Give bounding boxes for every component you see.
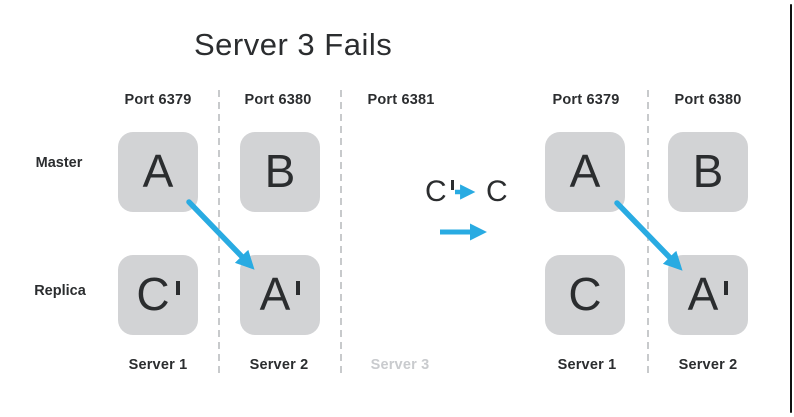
server-label: Server 1	[128, 357, 188, 373]
node-box-replica-a: A	[240, 255, 320, 335]
prime-mark	[724, 281, 729, 295]
prime-mark	[296, 281, 301, 295]
server-label-failed: Server 3	[370, 357, 430, 373]
node-box-master-a2: A	[545, 132, 625, 212]
port-label: Port 6380	[674, 92, 742, 108]
promotion-text: C	[425, 177, 454, 207]
prime-mark	[175, 281, 180, 295]
node-label: A	[142, 145, 174, 197]
dashed-divider	[340, 90, 342, 376]
server-label: Server 2	[249, 357, 309, 373]
node-label: B	[692, 145, 724, 197]
port-label: Port 6379	[552, 92, 620, 108]
dashed-divider	[647, 90, 649, 376]
node-label: A	[260, 271, 301, 317]
node-box-replica-c2: C	[545, 255, 625, 335]
diagram-title: Server 3 Fails	[194, 27, 393, 62]
node-box-master-a: A	[118, 132, 198, 212]
port-label: Port 6380	[244, 92, 312, 108]
node-label: C	[568, 268, 602, 320]
port-label: Port 6379	[124, 92, 192, 108]
row-label-master: Master	[35, 155, 83, 171]
port-label: Port 6381	[367, 92, 435, 108]
node-label: A	[569, 145, 601, 197]
dashed-divider	[218, 90, 220, 376]
server-label: Server 1	[557, 357, 617, 373]
server-label: Server 2	[678, 357, 738, 373]
node-box-replica-c: C	[118, 255, 198, 335]
node-box-master-b2: B	[668, 132, 748, 212]
node-label: C	[136, 271, 180, 317]
right-edge-border	[790, 4, 792, 413]
node-label: B	[264, 145, 296, 197]
prime-mark	[450, 180, 454, 190]
row-label-replica: Replica	[34, 283, 86, 299]
node-box-master-b: B	[240, 132, 320, 212]
node-label: A	[688, 271, 729, 317]
node-box-replica-a2: A	[668, 255, 748, 335]
promotion-target-text: C	[486, 175, 508, 208]
